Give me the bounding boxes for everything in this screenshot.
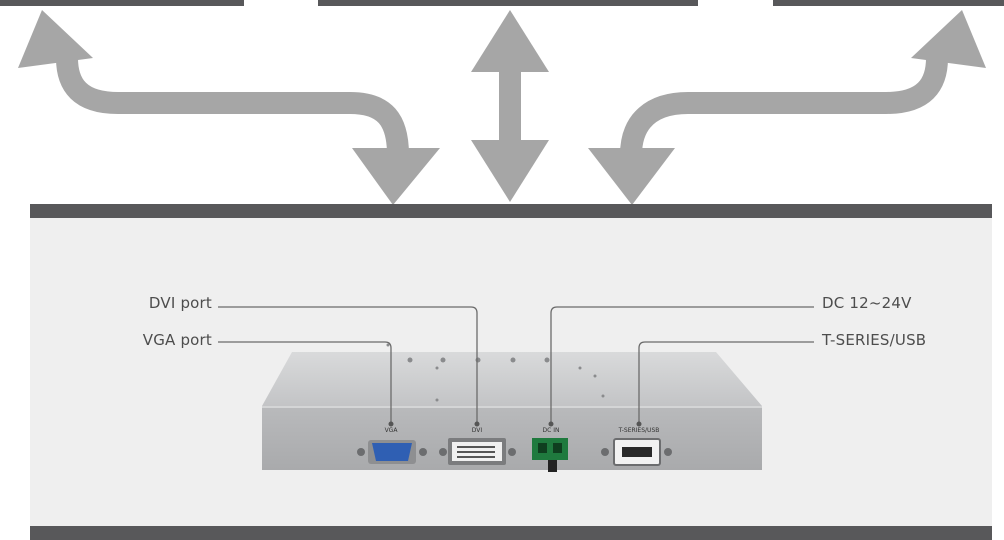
silk-t-series-usb: T-SERIES/USB xyxy=(618,427,660,434)
dc-in-terminal xyxy=(532,438,568,472)
silk-dc-in: DC IN xyxy=(543,427,560,434)
top-bar-left xyxy=(0,0,244,6)
vga-connector xyxy=(357,440,427,464)
label-dc-power: DC 12~24V xyxy=(822,294,912,312)
panel-bottom-border xyxy=(30,526,992,540)
curved-double-arrow-icon-right xyxy=(588,10,986,205)
vertical-double-arrow-icon xyxy=(471,10,549,202)
label-dvi-port: DVI port xyxy=(148,294,212,312)
top-bar-right xyxy=(773,0,1004,6)
leader-line-dc xyxy=(550,306,814,424)
leader-line-dvi xyxy=(218,306,478,424)
top-bar-center xyxy=(318,0,698,6)
silk-vga: VGA xyxy=(385,427,399,434)
leader-line-vga xyxy=(218,341,392,424)
leader-lines xyxy=(218,306,814,424)
device-front-face xyxy=(262,406,762,470)
dvi-connector xyxy=(439,438,516,465)
device-top-face xyxy=(262,352,762,406)
silk-dvi: DVI xyxy=(472,427,483,434)
usb-port xyxy=(601,438,672,466)
leader-line-tseries xyxy=(638,341,814,424)
panel-top-border xyxy=(30,204,992,218)
curved-double-arrow-icon-left xyxy=(18,10,440,205)
label-vga-port: VGA port xyxy=(142,331,212,349)
label-t-series-usb: T-SERIES/USB xyxy=(822,331,927,349)
leader-dots xyxy=(388,421,642,427)
arrows-group xyxy=(18,10,986,205)
